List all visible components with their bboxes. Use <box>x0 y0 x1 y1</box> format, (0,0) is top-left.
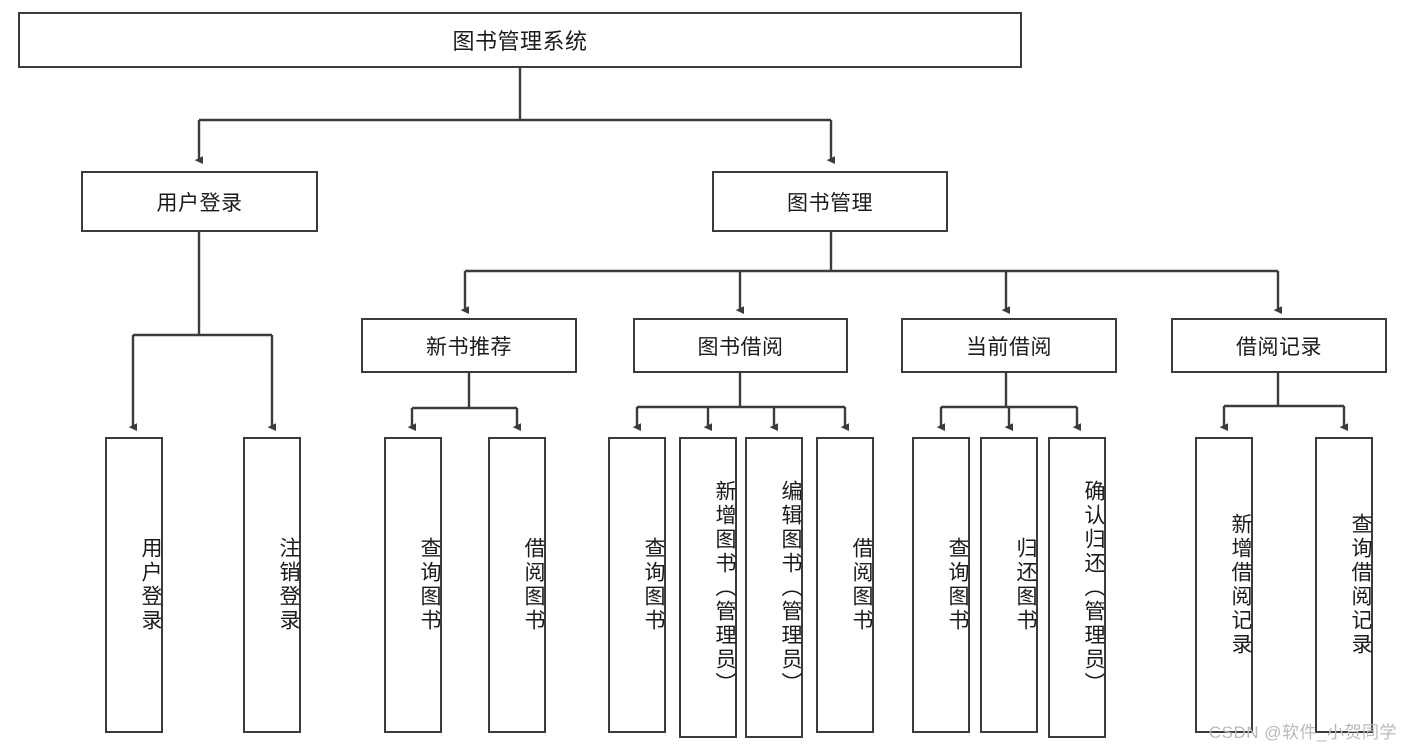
node-label: 确认归还（管理员） <box>1082 479 1105 696</box>
node-label: 查询图书 <box>642 537 665 633</box>
node-borrow-record[interactable]: 借阅记录 <box>1171 318 1387 373</box>
leaf-add-book-admin[interactable]: 新增图书（管理员） <box>679 437 737 738</box>
leaf-confirm-return-admin[interactable]: 确认归还（管理员） <box>1048 437 1106 738</box>
node-label: 新增借阅记录 <box>1229 513 1252 657</box>
leaf-query-book-borrow[interactable]: 查询图书 <box>608 437 666 733</box>
node-root-system[interactable]: 图书管理系统 <box>18 12 1022 68</box>
node-label: 借阅图书 <box>850 537 873 633</box>
leaf-query-book-current[interactable]: 查询图书 <box>912 437 970 733</box>
leaf-borrow-book-recommend[interactable]: 借阅图书 <box>488 437 546 733</box>
node-label: 图书借阅 <box>697 335 784 359</box>
node-label: 新书推荐 <box>426 335 512 359</box>
node-label: 注销登录 <box>277 537 300 633</box>
leaf-add-borrow-record[interactable]: 新增借阅记录 <box>1195 437 1253 733</box>
leaf-return-book[interactable]: 归还图书 <box>980 437 1038 733</box>
node-label: 借阅图书 <box>522 537 545 633</box>
node-label: 查询图书 <box>946 537 969 633</box>
node-label: 查询图书 <box>418 537 441 633</box>
node-user-login[interactable]: 用户登录 <box>81 171 318 232</box>
leaf-query-book-recommend[interactable]: 查询图书 <box>384 437 442 733</box>
leaf-user-login[interactable]: 用户登录 <box>105 437 163 733</box>
node-label: 图书管理 <box>787 191 873 215</box>
node-label: 用户登录 <box>139 537 162 633</box>
leaf-query-borrow-record[interactable]: 查询借阅记录 <box>1315 437 1373 733</box>
node-label: 当前借阅 <box>966 335 1052 359</box>
node-book-management[interactable]: 图书管理 <box>712 171 948 232</box>
node-book-borrow[interactable]: 图书借阅 <box>633 318 848 373</box>
leaf-logout[interactable]: 注销登录 <box>243 437 301 733</box>
node-label: 归还图书 <box>1014 537 1037 633</box>
node-label: 新增图书（管理员） <box>713 479 736 696</box>
csdn-watermark: CSDN @软件_小贺同学 <box>1208 723 1397 742</box>
node-current-borrow[interactable]: 当前借阅 <box>901 318 1117 373</box>
node-label: 查询借阅记录 <box>1349 513 1372 657</box>
node-label: 借阅记录 <box>1236 335 1322 359</box>
leaf-borrow-book[interactable]: 借阅图书 <box>816 437 874 733</box>
node-label: 图书管理系统 <box>452 29 588 54</box>
leaf-edit-book-admin[interactable]: 编辑图书（管理员） <box>745 437 803 738</box>
node-label: 编辑图书（管理员） <box>779 479 802 696</box>
node-label: 用户登录 <box>156 191 243 215</box>
node-new-book-recommend[interactable]: 新书推荐 <box>361 318 577 373</box>
